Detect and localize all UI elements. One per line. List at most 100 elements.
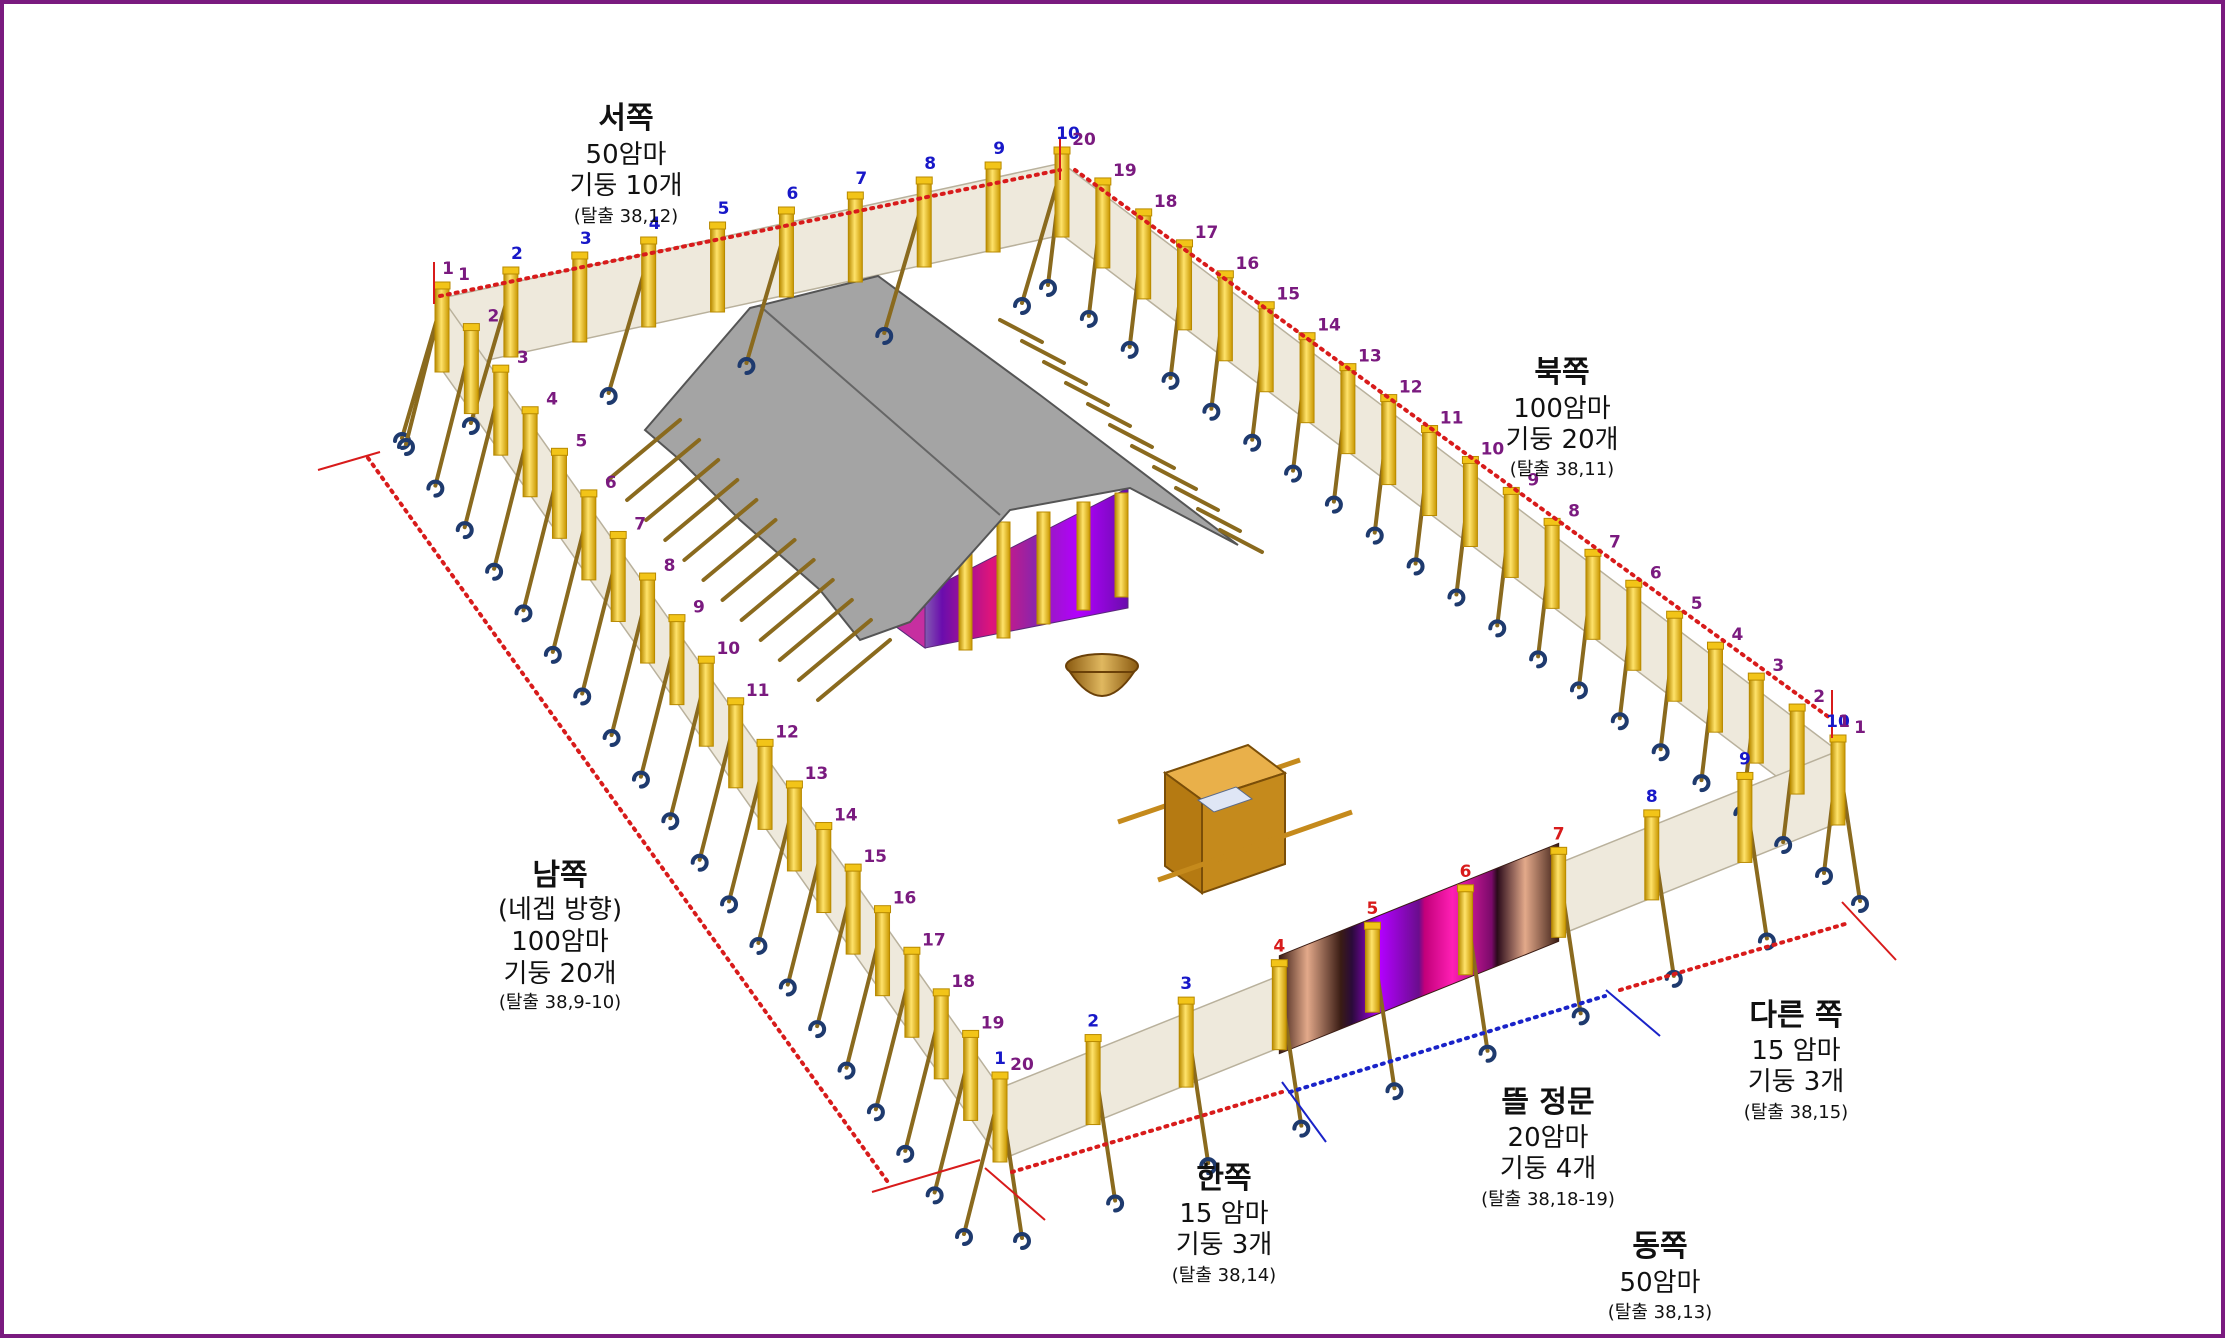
- north-pillar-number: 5: [1691, 594, 1703, 614]
- south-direction: (네겝 방향): [498, 895, 622, 925]
- gate-dimension-tick: [1605, 989, 1661, 1037]
- north-pillar-18-cap: [1135, 208, 1153, 217]
- south-pillar-11-cap: [727, 697, 745, 706]
- south-pillar-12-cap: [756, 738, 774, 747]
- north-pillar-1-peg: [1815, 867, 1833, 885]
- north-dimension-line: [1073, 168, 1832, 720]
- south-pillar-7-peg: [573, 687, 592, 706]
- west-pillar-number: 6: [787, 184, 799, 204]
- one-side-ref: (탈출 38,14): [1172, 1265, 1276, 1286]
- laver-body: [1068, 671, 1136, 697]
- gate-size: 20암마: [1508, 1123, 1589, 1153]
- tent-rope: [796, 618, 873, 682]
- east-pillar-number: 5: [1367, 899, 1379, 919]
- tent-rope: [682, 498, 759, 562]
- tent-pillar: [1114, 492, 1129, 598]
- north-pillar-17-peg: [1161, 371, 1180, 390]
- tent-rope: [625, 438, 702, 502]
- north-pillar-5: [1667, 614, 1683, 702]
- gate-label: 뜰 정문 20암마 기둥 4개 (탈출 38,18-19): [1481, 1085, 1615, 1210]
- north-pillar-number: 4: [1732, 625, 1744, 645]
- north-pillar-6-cap: [1625, 579, 1643, 588]
- east-pillar-number: 7: [1553, 824, 1565, 844]
- north-pillar-number: 18: [1154, 192, 1178, 212]
- north-pillar-19-peg: [1079, 309, 1098, 328]
- west-pillar-9: [985, 165, 1001, 253]
- east-pillar-3: [1178, 1000, 1194, 1088]
- north-pillar-12-peg: [1365, 526, 1384, 545]
- east-pillar-4: [1271, 963, 1287, 1051]
- other-side-label: 다른 쪽 15 암마 기둥 3개 (탈출 38,15): [1744, 998, 1848, 1123]
- tent-rope: [606, 418, 682, 482]
- south-pillar-number: 18: [951, 972, 975, 992]
- west-pillar-6-cap: [777, 206, 795, 215]
- south-pillar-number: 7: [634, 514, 646, 534]
- tent-pillar: [1036, 511, 1051, 625]
- south-dimension-line: [366, 456, 892, 1187]
- south-pillar-16-cap: [874, 905, 892, 914]
- gate-dimension-line: [1288, 994, 1607, 1094]
- north-pillar-number: 2: [1813, 687, 1825, 707]
- south-pillar-12: [757, 742, 773, 830]
- north-pillar-number: 13: [1358, 347, 1382, 367]
- south-size: 100암마: [511, 927, 609, 957]
- north-pillar-number: 7: [1609, 532, 1621, 552]
- north-pillar-8-peg: [1529, 650, 1548, 669]
- other-side-dimension-line: [1618, 922, 1847, 992]
- north-pillar-number: 14: [1317, 316, 1341, 336]
- north-pillar-number: 20: [1072, 130, 1096, 150]
- south-pillar-9: [669, 618, 685, 706]
- tent-pillar: [1076, 501, 1091, 611]
- south-pillar-8-cap: [639, 572, 657, 581]
- north-pillar-14-peg: [1284, 464, 1303, 483]
- south-pillar-11: [728, 701, 744, 789]
- one-side-title: 한쪽: [1196, 1161, 1251, 1196]
- south-pillar-3-peg: [455, 521, 474, 540]
- north-pillar-20: [1054, 150, 1070, 238]
- north-pillar-10: [1462, 459, 1478, 547]
- south-pillar-2-cap: [462, 323, 480, 332]
- east-pillar-4-peg: [1292, 1119, 1311, 1138]
- east-pillar-2-peg: [1106, 1194, 1125, 1213]
- altar-pole: [1157, 809, 1353, 883]
- south-pillar-number: 5: [576, 431, 588, 451]
- south-pillar-15: [845, 867, 861, 955]
- gate-title: 뜰 정문: [1501, 1085, 1594, 1120]
- gate-curtain: [1278, 842, 1560, 1055]
- south-pillar-7-cap: [609, 530, 627, 539]
- north-pillar-13-peg: [1324, 495, 1343, 514]
- tent-rope: [816, 638, 892, 702]
- north-pillar-3: [1748, 676, 1764, 764]
- south-pillar-16: [875, 909, 891, 997]
- south-pillar-2: [463, 327, 479, 415]
- south-pillar-7: [610, 534, 626, 622]
- east-ref: (탈출 38,13): [1608, 1302, 1712, 1323]
- south-pillar-number: 4: [546, 390, 558, 410]
- one-side-label: 한쪽 15 암마 기둥 3개 (탈출 38,14): [1172, 1161, 1276, 1286]
- east-pillar-1-peg: [1013, 1232, 1031, 1250]
- west-pillar-number: 1: [442, 259, 454, 279]
- other-side-size: 15 암마: [1751, 1036, 1840, 1066]
- west-pillar-number: 2: [511, 244, 523, 264]
- west-pillar-7: [847, 195, 863, 283]
- north-size: 100암마: [1513, 394, 1611, 424]
- north-pillar-10-peg: [1447, 588, 1466, 607]
- east-pillar-7-cap: [1550, 846, 1568, 855]
- east-pillar-1-cap: [991, 1071, 1009, 1080]
- south-pillar-number: 14: [834, 806, 858, 826]
- one-side-dimension-tick: [984, 1167, 1046, 1221]
- west-pillar-6-peg: [737, 357, 756, 375]
- south-pillars: 기둥 20개: [503, 959, 616, 989]
- south-pillar-10: [698, 659, 714, 747]
- north-pillar-2-cap: [1788, 703, 1806, 712]
- altar-grate: [1196, 786, 1254, 813]
- west-pillar-number: 8: [924, 154, 936, 174]
- tent-rope: [701, 518, 778, 582]
- south-pillar-14-cap: [815, 822, 833, 831]
- south-pillar-6-peg: [543, 645, 562, 664]
- north-pillar-2: [1789, 707, 1805, 795]
- tent-roof: [643, 274, 1239, 642]
- south-pillar-1: [434, 285, 450, 373]
- south-pillar-19: [963, 1033, 979, 1121]
- east-pillar-number: 3: [1180, 974, 1192, 994]
